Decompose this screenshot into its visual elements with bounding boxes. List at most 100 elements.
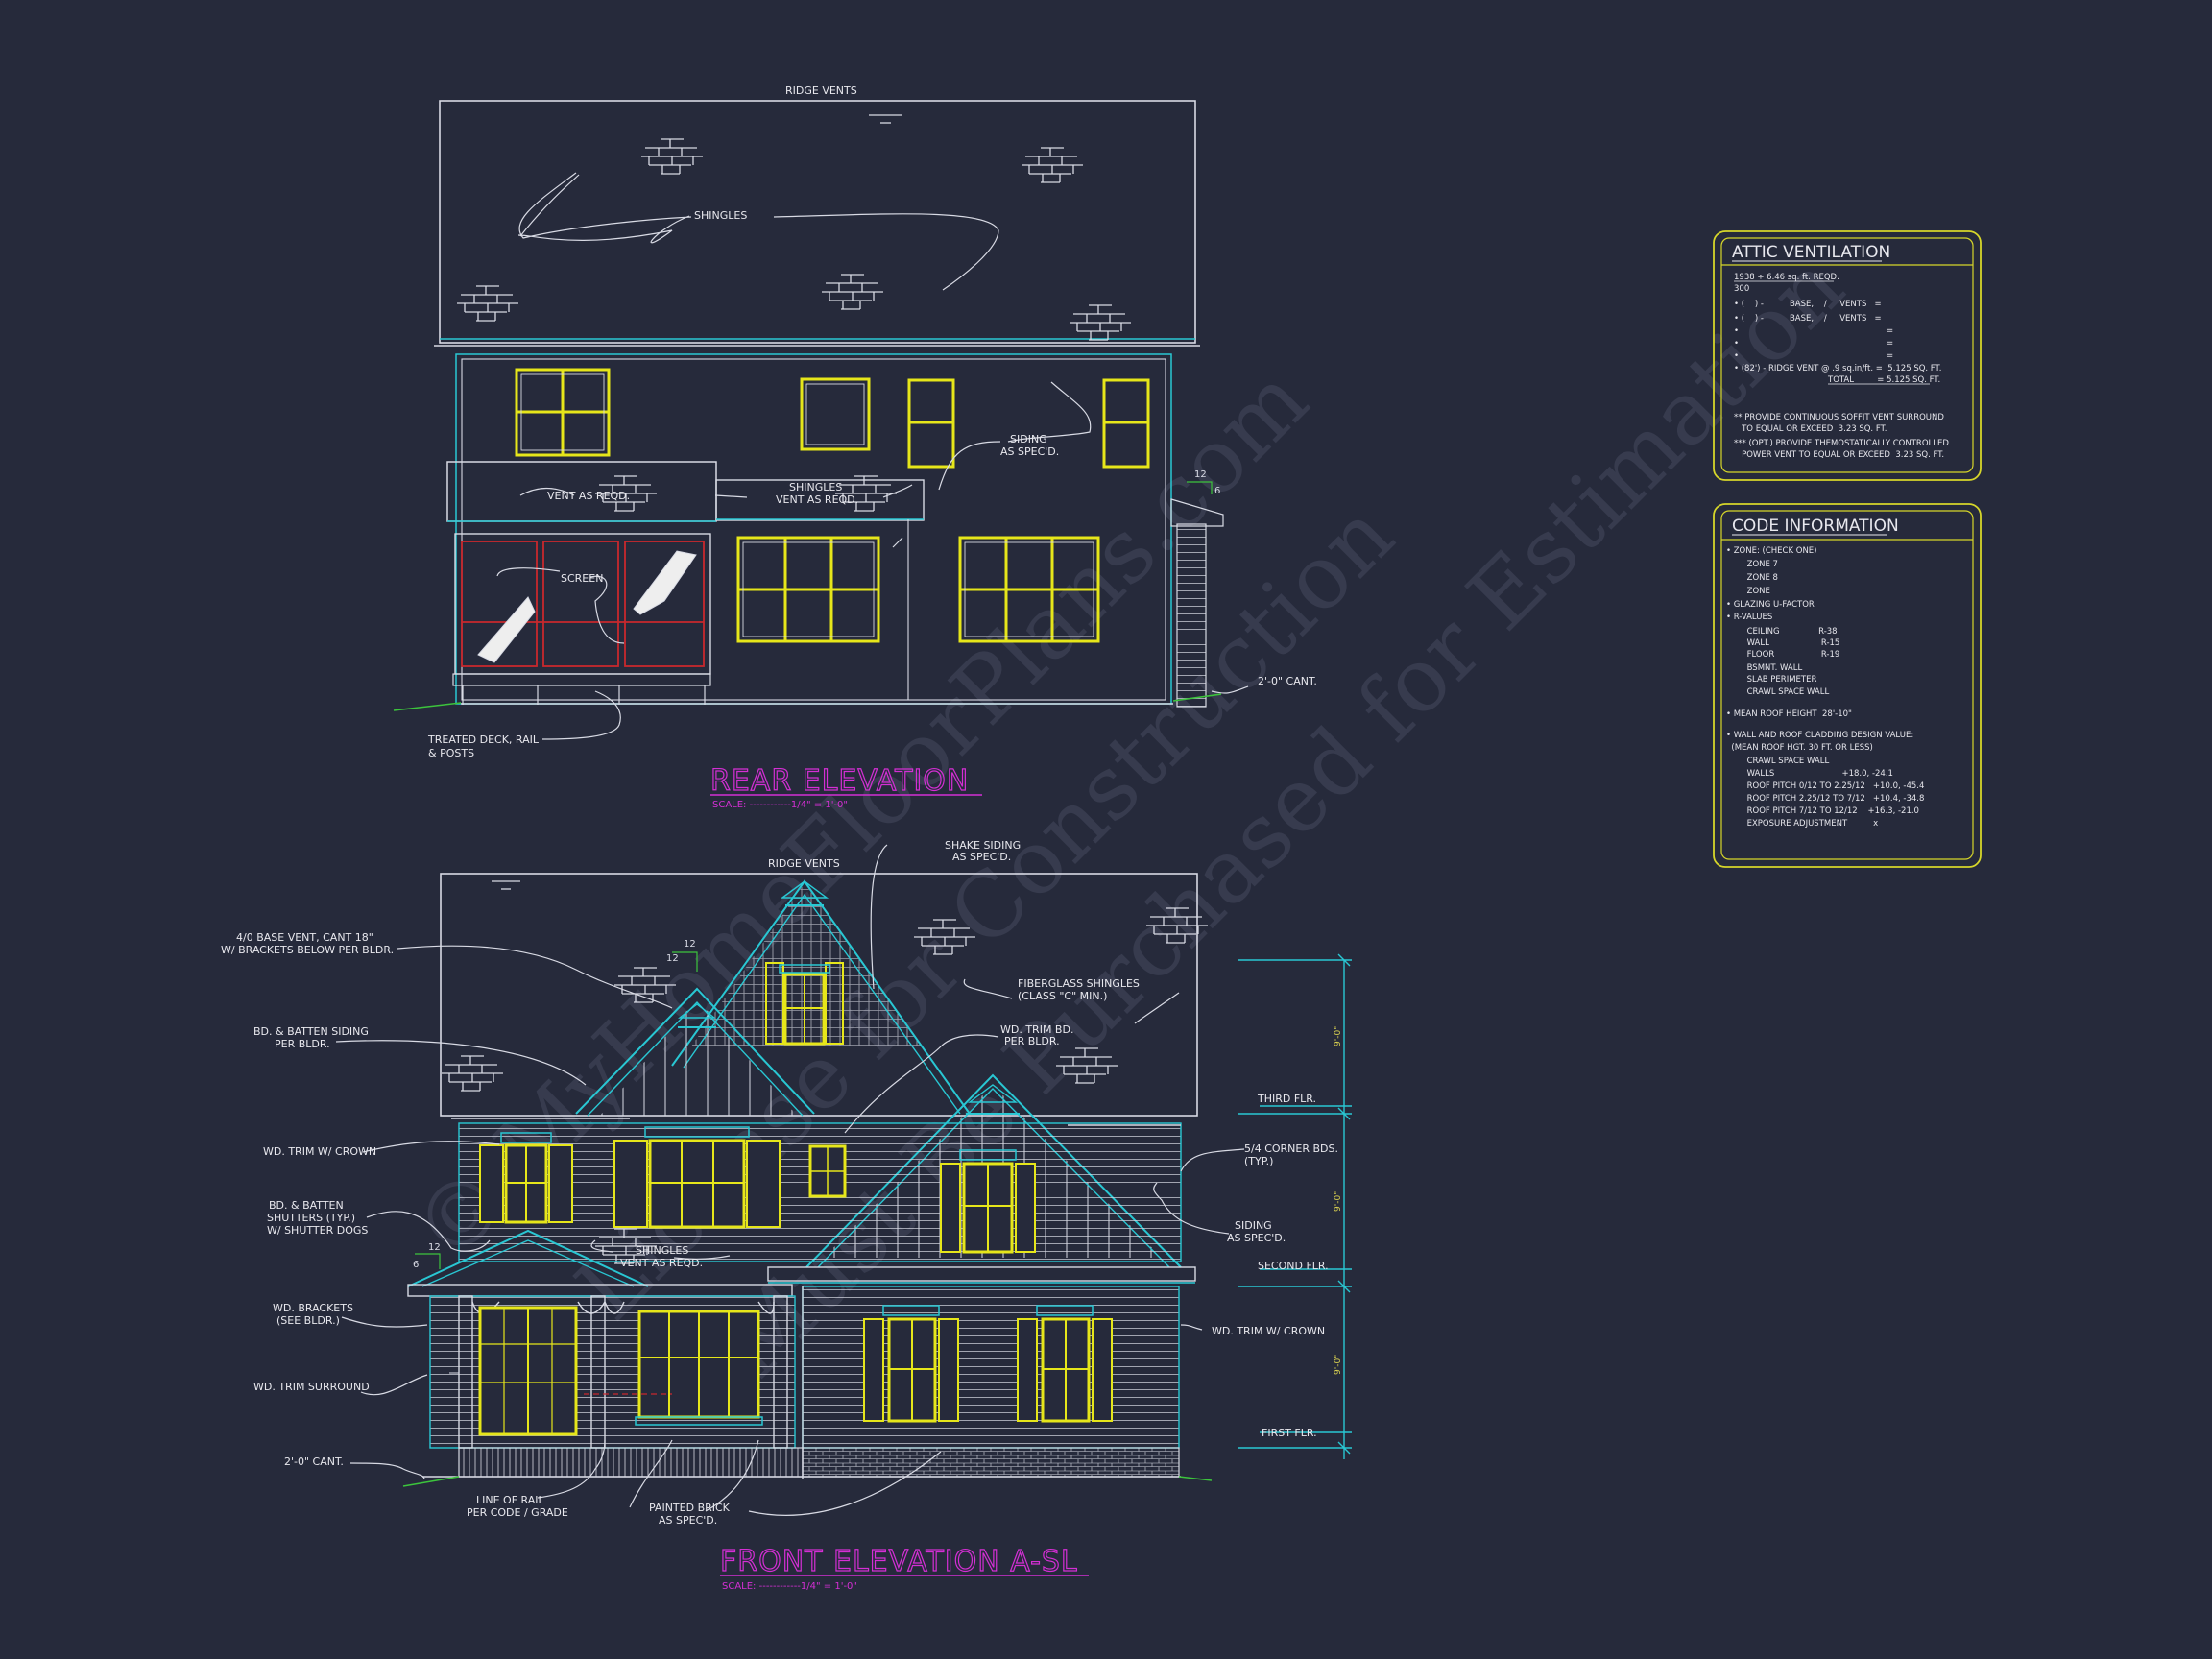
front-ridge-vents-label: RIDGE VENTS xyxy=(768,857,840,870)
shingle-symbol xyxy=(1069,304,1132,341)
front-elevation: 12 12 12 6 9'-0" 9'-0" 9'-0" xyxy=(221,839,1352,1592)
front-cant-label: 2'-0" CANT. xyxy=(284,1455,344,1468)
vent-label: VENT AS REQD. xyxy=(547,490,630,502)
attic-ventilation-box: ATTIC VENTILATION 1938 ÷ 6.46 sq. ft. RE… xyxy=(1713,230,1982,481)
code-line: • MEAN ROOF HEIGHT 28'-10" xyxy=(1726,709,1852,719)
dimension-9ft-lower: 9'-0" xyxy=(1334,1355,1343,1375)
ridge-vents-label: RIDGE VENTS xyxy=(785,84,857,97)
front-siding-label-2: AS SPEC'D. xyxy=(1227,1232,1286,1244)
fiberglass-shingles-label-1: FIBERGLASS SHINGLES xyxy=(1018,977,1140,990)
wd-trim-crown-label: WD. TRIM W/ CROWN xyxy=(263,1145,376,1158)
front-shingles-label: SHINGLES xyxy=(636,1244,688,1257)
code-line: FLOOR R-19 xyxy=(1726,650,1839,660)
corner-bds-label-1: 5/4 CORNER BDS. xyxy=(1244,1142,1338,1155)
dimension-9ft-middle: 9'-0" xyxy=(1334,1191,1343,1212)
code-line: CRAWL SPACE WALL xyxy=(1726,687,1829,697)
shutters-label-1: BD. & BATTEN xyxy=(269,1199,344,1212)
siding-label-2: AS SPEC'D. xyxy=(1000,445,1059,458)
bd-batten-siding-label-2: PER BLDR. xyxy=(275,1038,330,1050)
code-line: SLAB PERIMETER xyxy=(1726,675,1816,685)
front-roof xyxy=(440,873,1198,1117)
deck-label-1: TREATED DECK, RAIL xyxy=(427,733,540,746)
first-floor-label: FIRST FLR. xyxy=(1262,1427,1317,1439)
rear-elevation-title: REAR ELEVATION xyxy=(710,764,969,798)
code-line: ZONE 8 xyxy=(1726,573,1778,583)
code-line: BSMNT. WALL xyxy=(1726,663,1802,673)
code-line: ZONE 7 xyxy=(1726,560,1778,569)
pitch-label-12a: 12 xyxy=(684,939,696,950)
code-line: CRAWL SPACE WALL xyxy=(1726,757,1829,766)
attic-line: • ( ) - BASE, / VENTS = xyxy=(1734,314,1882,324)
third-floor-label: THIRD FLR. xyxy=(1257,1093,1316,1105)
wd-trim-crown-label-2: WD. TRIM W/ CROWN xyxy=(1212,1325,1325,1337)
shake-siding-label-1: SHAKE SIDING xyxy=(945,839,1021,852)
shingles-vent-label-2: VENT AS REQD. xyxy=(776,493,858,506)
fiberglass-shingles-label-2: (CLASS "C" MIN.) xyxy=(1018,990,1107,1002)
code-line: ROOF PITCH 2.25/12 TO 7/12 +10.4, -34.8 xyxy=(1726,794,1924,804)
second-floor-label: SECOND FLR. xyxy=(1258,1260,1329,1272)
dimension-9ft-upper: 9'-0" xyxy=(1334,1026,1343,1046)
rear-roof xyxy=(439,100,1196,344)
screen-label: SCREEN xyxy=(561,572,603,585)
siding-label: SIDING xyxy=(1010,433,1047,445)
shingle-symbol xyxy=(1021,147,1084,183)
wd-brackets-label-2: (SEE BLDR.) xyxy=(276,1314,340,1327)
front-siding-label-1: SIDING xyxy=(1235,1219,1272,1232)
code-line: • ZONE: (CHECK ONE) xyxy=(1726,546,1816,556)
shake-siding-label-2: AS SPEC'D. xyxy=(952,851,1011,863)
pitch-label-12b: 12 xyxy=(666,953,679,964)
pitch-rise-label: 6 xyxy=(1214,486,1220,496)
shingle-symbol xyxy=(456,285,519,322)
code-line: WALLS +18.0, -24.1 xyxy=(1726,769,1893,779)
deck-label-2: & POSTS xyxy=(428,747,474,759)
attic-note: TO EQUAL OR EXCEED 3.23 SQ. FT. xyxy=(1734,424,1887,434)
attic-line: • (82') - RIDGE VENT @ .9 sq.in/ft. = 5.… xyxy=(1734,364,1941,373)
shingle-symbol xyxy=(821,274,884,310)
code-information-box: CODE INFORMATION • ZONE: (CHECK ONE) ZON… xyxy=(1713,503,1982,868)
shutters-label-2: SHUTTERS (TYP.) xyxy=(267,1212,355,1224)
shingles-label: SHINGLES xyxy=(694,209,747,222)
base-vent-label-1: 4/0 BASE VENT, CANT 18" xyxy=(236,931,373,944)
attic-note: ** PROVIDE CONTINUOUS SOFFIT VENT SURROU… xyxy=(1734,413,1944,422)
front-vent-label: VENT AS REQD. xyxy=(620,1257,703,1269)
attic-note: *** (OPT.) PROVIDE THEMOSTATICALLY CONTR… xyxy=(1734,439,1949,448)
shingle-symbol xyxy=(441,1055,504,1092)
code-line: (MEAN ROOF HGT. 30 FT. OR LESS) xyxy=(1726,743,1873,753)
attic-line: • = xyxy=(1734,351,1893,361)
attic-total: TOTAL = 5.125 SQ. FT. xyxy=(1827,375,1940,385)
first-floor-wall xyxy=(802,1286,1180,1449)
code-line: CEILING R-38 xyxy=(1726,627,1838,637)
painted-brick-label-1: PAINTED BRICK xyxy=(649,1502,731,1514)
line-of-rail-label-1: LINE OF RAIL xyxy=(476,1494,544,1506)
attic-line: • = xyxy=(1734,326,1893,336)
code-line: ZONE xyxy=(1726,587,1770,596)
wd-trim-bd-label-2: PER BLDR. xyxy=(1004,1035,1060,1047)
attic-note: POWER VENT TO EQUAL OR EXCEED 3.23 SQ. F… xyxy=(1734,450,1944,460)
rear-elevation: 12 6 RIDGE VENTS SHINGLES SIDING AS SPEC… xyxy=(393,84,1317,810)
rear-scale-note: SCALE: ------------1/4" = 1'-0" xyxy=(712,800,848,810)
attic-line: • ( ) - BASE, / VENTS = xyxy=(1734,300,1882,309)
wd-trim-bd-label-1: WD. TRIM BD. xyxy=(1000,1023,1073,1036)
attic-line: • = xyxy=(1734,339,1893,349)
code-line: • WALL AND ROOF CLADDING DESIGN VALUE: xyxy=(1726,731,1913,740)
corner-bds-label-2: (TYP.) xyxy=(1244,1155,1273,1167)
shingle-symbol xyxy=(640,138,704,175)
front-elevation-title: FRONT ELEVATION A-SL xyxy=(720,1545,1078,1578)
line-of-rail-label-2: PER CODE / GRADE xyxy=(467,1506,568,1519)
wd-trim-surround-label: WD. TRIM SURROUND xyxy=(253,1381,370,1393)
code-line: EXPOSURE ADJUSTMENT x xyxy=(1726,819,1878,829)
code-line: WALL R-15 xyxy=(1726,638,1839,648)
cant-label: 2'-0" CANT. xyxy=(1258,675,1317,687)
shingles-vent-label-1: SHINGLES xyxy=(789,481,842,493)
bd-batten-siding-label-1: BD. & BATTEN SIDING xyxy=(253,1025,369,1038)
front-scale-note: SCALE: ------------1/4" = 1'-0" xyxy=(722,1581,857,1592)
pitch-label-12c: 12 xyxy=(428,1242,441,1253)
code-information-title: CODE INFORMATION xyxy=(1732,517,1899,536)
code-line: • R-VALUES xyxy=(1726,613,1772,622)
base-vent-label-2: W/ BRACKETS BELOW PER BLDR. xyxy=(221,944,394,956)
attic-ventilation-title: ATTIC VENTILATION xyxy=(1732,243,1890,262)
pitch-label-6: 6 xyxy=(413,1260,419,1270)
painted-brick-label-2: AS SPEC'D. xyxy=(659,1514,717,1527)
shutters-label-3: W/ SHUTTER DOGS xyxy=(267,1224,368,1237)
